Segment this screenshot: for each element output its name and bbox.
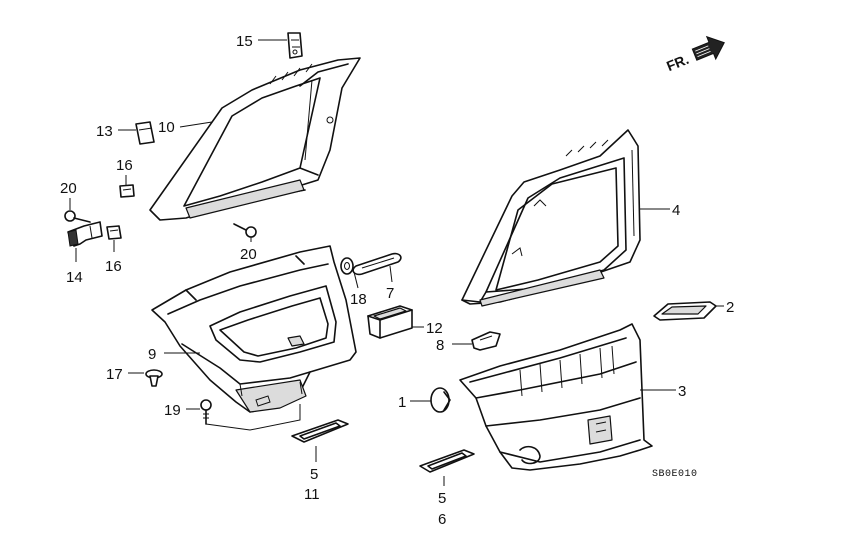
screw-part-19 <box>200 399 212 425</box>
bracket-part-14 <box>67 221 103 247</box>
callout-18: 18 <box>350 291 367 308</box>
callout-7: 7 <box>386 285 394 302</box>
callout-10: 10 <box>158 119 175 136</box>
callout-1: 1 <box>398 394 406 411</box>
callout-5b: 5 <box>438 490 446 507</box>
bracket-part-8 <box>471 331 501 351</box>
callout-20b: 20 <box>240 246 257 263</box>
callout-9: 9 <box>148 346 156 363</box>
upper-pillar-trim-part-4 <box>461 129 641 307</box>
pocket-part-12 <box>367 305 413 339</box>
callout-13: 13 <box>96 123 113 140</box>
cover-part-2 <box>653 301 717 321</box>
screw-part-20-left <box>64 210 91 223</box>
callout-2: 2 <box>726 299 734 316</box>
callout-14: 14 <box>66 269 83 286</box>
push-clip-part-17 <box>145 369 163 387</box>
callout-19: 19 <box>164 402 181 419</box>
clip-part-16-lower <box>106 225 122 240</box>
callout-3: 3 <box>678 383 686 400</box>
screw-part-20-center <box>233 223 257 238</box>
cover-part-5-6 <box>419 449 475 473</box>
diagram-code: SB0E010 <box>652 469 698 480</box>
callout-5a: 5 <box>310 466 318 483</box>
clip-part-13 <box>135 121 155 145</box>
callout-16a: 16 <box>116 157 133 174</box>
callout-16b: 16 <box>105 258 122 275</box>
clip-part-16-upper <box>119 184 135 198</box>
grommet-part-18 <box>340 257 354 275</box>
clip-part-15 <box>287 32 303 59</box>
callout-11: 11 <box>304 486 320 503</box>
grab-handle-part-7 <box>352 252 402 276</box>
upper-quarter-trim-part-10 <box>149 57 361 221</box>
callout-4: 4 <box>672 202 680 219</box>
callout-20a: 20 <box>60 180 77 197</box>
lower-quarter-trim-part-3 <box>459 323 653 471</box>
callout-6: 6 <box>438 511 446 528</box>
front-direction-arrow-icon: FR. <box>664 35 725 74</box>
direction-label: FR. <box>664 51 691 74</box>
callout-12: 12 <box>426 320 443 337</box>
cover-part-5-11 <box>291 419 349 443</box>
grommet-part-1 <box>430 387 451 413</box>
callout-15: 15 <box>236 33 253 50</box>
callout-17: 17 <box>106 366 123 383</box>
lower-quarter-trim-part-9 <box>151 245 357 413</box>
callout-8: 8 <box>436 337 444 354</box>
